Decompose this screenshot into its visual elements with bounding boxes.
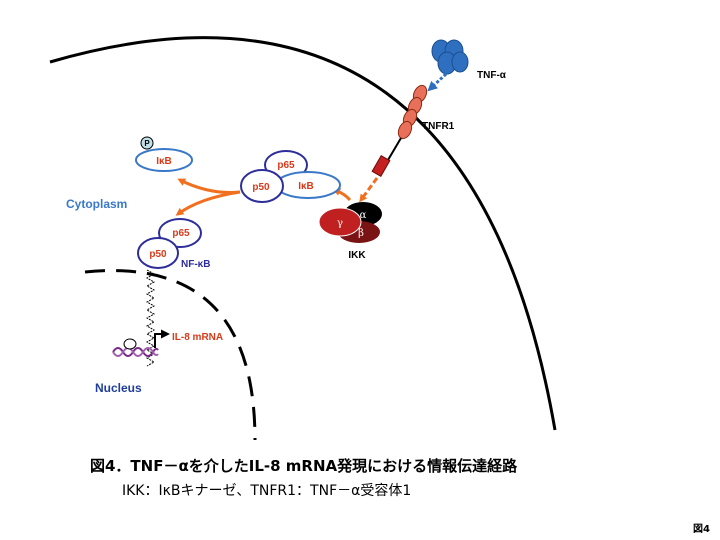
nuclear-envelope xyxy=(84,269,257,441)
ikk-beta-label: β xyxy=(358,228,364,239)
ikk-gamma-label: γ xyxy=(337,218,343,229)
ikb-bound-label: IκB xyxy=(298,181,314,192)
ikk-alpha-label: α xyxy=(360,210,367,221)
tnfr1-label: TNFR1 xyxy=(422,121,455,132)
tnfr1-receptor xyxy=(371,84,428,177)
il8-mrna-label: IL-8 mRNA xyxy=(172,332,223,343)
p65-top-label: p65 xyxy=(277,160,295,171)
p65-low-label: p65 xyxy=(172,228,190,239)
tnf-binding-arrow xyxy=(427,72,448,92)
nucleus-label: Nucleus xyxy=(95,381,142,395)
caption-sub: IKK：IκBキナーゼ、TNFR1：TNF－α受容体1 xyxy=(122,483,412,499)
dna-helix xyxy=(112,338,159,357)
nfkb-release-arrow xyxy=(175,190,241,216)
ikk-label: IKK xyxy=(348,250,366,261)
cell-membrane xyxy=(49,36,557,431)
nfkb-dimer xyxy=(137,218,202,269)
receptor-to-ikk-arrow xyxy=(359,177,379,203)
caption-main: 図4．TNF－αを介したIL-8 mRNA発現における情報伝達経路 xyxy=(90,457,518,475)
tnf-alpha-label: TNF-α xyxy=(477,70,507,81)
phosphate-label: P xyxy=(144,139,150,148)
p50-low-label: p50 xyxy=(149,249,167,260)
tnf-alpha-ligand xyxy=(431,39,469,75)
phospho-ikb xyxy=(135,136,193,172)
ikb-release-arrow xyxy=(177,178,241,194)
translocation-path xyxy=(145,269,156,367)
nfkb-label: NF-κB xyxy=(181,259,210,270)
p50-top-label: p50 xyxy=(252,182,270,193)
figure-id: 図4 xyxy=(693,524,710,535)
ikb-free-label: IκB xyxy=(156,156,172,167)
transcription-arrow xyxy=(154,329,170,348)
nfkb-ikb-complex xyxy=(240,150,341,203)
ikk-complex xyxy=(318,202,382,243)
cytoplasm-label: Cytoplasm xyxy=(66,197,127,211)
